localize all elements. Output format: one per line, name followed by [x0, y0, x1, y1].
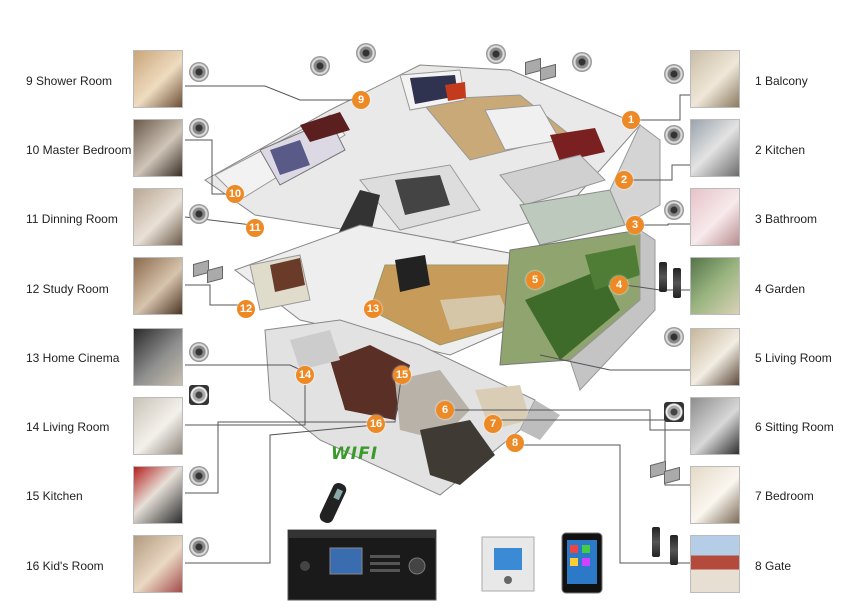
marker-11: 11 [246, 219, 264, 237]
garden-speaker-icon [652, 527, 660, 557]
square-speaker-icon [189, 385, 209, 405]
ceiling-speaker-icon [486, 44, 506, 64]
room-label-garden: 4 Garden [755, 282, 806, 296]
ceiling-speaker-icon [664, 200, 684, 220]
balcony-photo [690, 50, 740, 108]
dining-room-photo [133, 188, 183, 246]
ceiling-speaker-icon [664, 327, 684, 347]
room-label-master-bedroom: 10 Master Bedroom [26, 143, 132, 157]
marker-1: 1 [622, 111, 640, 129]
kitchen-photo [690, 119, 740, 177]
home-cinema-photo [133, 328, 183, 386]
room-label-study-room: 12 Study Room [26, 282, 109, 296]
kids-room-photo [133, 535, 183, 593]
room-label-home-cinema: 13 Home Cinema [26, 351, 120, 365]
room-label-dining-room: 11 Dinning Room [26, 212, 118, 226]
ceiling-speaker-icon [189, 342, 209, 362]
sitting-room-photo [690, 397, 740, 455]
room-label-kitchen: 2 Kitchen [755, 143, 806, 157]
bedroom-photo [690, 466, 740, 524]
room-label-living-room-left: 14 Living Room [26, 420, 110, 434]
ceiling-speaker-icon [189, 62, 209, 82]
remote-control [319, 482, 347, 524]
marker-5: 5 [526, 271, 544, 289]
house-illustration [204, 64, 661, 496]
ceiling-speaker-icon [664, 125, 684, 145]
ceiling-speaker-icon [189, 204, 209, 224]
ceiling-speaker-icon [664, 64, 684, 84]
room-label-living-room: 5 Living Room [755, 351, 832, 365]
marker-14: 14 [296, 366, 314, 384]
room-label-balcony: 1 Balcony [755, 74, 808, 88]
room-label-bedroom: 7 Bedroom [755, 489, 814, 503]
gate-photo [690, 535, 740, 593]
room-label-gate: 8 Gate [755, 559, 792, 573]
master-bedroom-photo [133, 119, 183, 177]
room-label-kids-room: 16 Kid's Room [26, 559, 104, 573]
touch-screen-panel [561, 532, 603, 594]
garden-photo [690, 257, 740, 315]
marker-6: 6 [436, 401, 454, 419]
room-label-bathroom: 3 Bathroom [755, 212, 818, 226]
marker-15: 15 [393, 366, 411, 384]
garden-speaker-icon [673, 268, 681, 298]
marker-2: 2 [615, 171, 633, 189]
marker-9: 9 [352, 91, 370, 109]
kitchen-left-photo [133, 466, 183, 524]
bathroom-photo [690, 188, 740, 246]
garden-speaker-icon [670, 535, 678, 565]
wifi-label: WIFI [331, 444, 379, 464]
ceiling-speaker-icon [189, 537, 209, 557]
marker-16: 16 [367, 415, 385, 433]
marker-13: 13 [364, 300, 382, 318]
square-speaker-icon [664, 402, 684, 422]
ceiling-speaker-icon [356, 43, 376, 63]
wall-control-panel [481, 536, 535, 592]
ceiling-speaker-icon [189, 466, 209, 486]
marker-3: 3 [626, 216, 644, 234]
room-label-shower-room: 9 Shower Room [26, 74, 113, 88]
ceiling-speaker-icon [310, 56, 330, 76]
marker-12: 12 [237, 300, 255, 318]
connector-lines [184, 85, 690, 564]
garden-speaker-icon [659, 262, 667, 292]
shower-room-photo [133, 50, 183, 108]
amplifier-unit [287, 529, 437, 601]
living-room-left-photo [133, 397, 183, 455]
marker-8: 8 [506, 434, 524, 452]
room-label-sitting-room: 6 Sitting Room [755, 420, 834, 434]
marker-4: 4 [610, 276, 628, 294]
ceiling-speaker-icon [572, 52, 592, 72]
study-room-photo [133, 257, 183, 315]
room-label-kitchen-left: 15 Kitchen [26, 489, 83, 503]
living-room-photo [690, 328, 740, 386]
marker-7: 7 [484, 415, 502, 433]
ceiling-speaker-icon [189, 118, 209, 138]
marker-10: 10 [226, 185, 244, 203]
